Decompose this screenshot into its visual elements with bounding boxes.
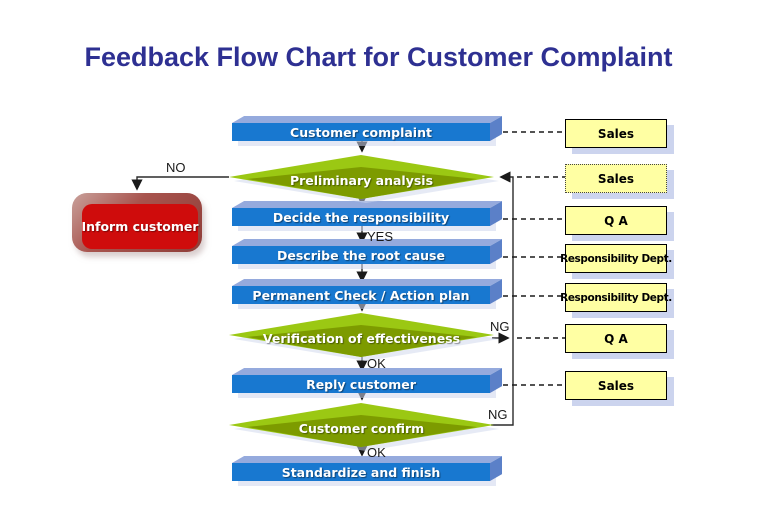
step-label: Describe the root cause <box>277 247 445 263</box>
edge-label-ok-confirm: OK <box>367 445 386 460</box>
no-branch-line <box>131 176 229 191</box>
step-decide-responsibility: Decide the responsibility <box>232 208 490 226</box>
owner-sales-1: Sales <box>565 119 667 148</box>
terminal-face: Inform customer <box>81 204 199 249</box>
step-label: Decide the responsibility <box>272 209 450 225</box>
step-label: Permanent Check / Action plan <box>252 287 470 303</box>
decision-customer-confirm: Customer confirm <box>229 403 494 447</box>
decision-label: Preliminary analysis <box>289 173 434 188</box>
step-label: Customer complaint <box>290 124 432 140</box>
owner-resp-dept-2: Responsibility Dept. <box>560 283 672 312</box>
edge-label-yes: YES <box>367 229 394 244</box>
step-describe-root-cause: Describe the root cause <box>232 246 490 264</box>
owner-resp-dept-1: Responsibility Dept. <box>560 244 672 273</box>
terminal-inform-customer: Inform customer <box>72 193 202 252</box>
owner-sales-2: Sales <box>565 164 667 193</box>
edge-label-no: NO <box>166 160 186 175</box>
diamond-shape <box>229 155 494 199</box>
page-title: Feedback Flow Chart for Customer Complai… <box>84 42 673 72</box>
decision-label: Customer confirm <box>298 421 425 436</box>
edge-label-ng-confirm: NG <box>488 407 508 422</box>
step-label: Reply customer <box>306 376 416 392</box>
owner-qa-2: Q A <box>565 324 667 353</box>
owner-sales-3: Sales <box>565 371 667 400</box>
step-reply-customer: Reply customer <box>232 375 490 393</box>
diamond-shape <box>229 403 494 447</box>
step-label: Standardize and finish <box>281 464 441 480</box>
decision-label: Verification of effectiveness <box>262 331 461 346</box>
step-customer-complaint: Customer complaint <box>232 123 490 141</box>
owner-qa-1: Q A <box>565 206 667 235</box>
terminal-label: Inform customer <box>81 219 199 234</box>
decision-preliminary-analysis: Preliminary analysis <box>229 155 494 199</box>
diamond-shape <box>229 313 494 357</box>
step-permanent-check-action-plan: Permanent Check / Action plan <box>232 286 490 304</box>
edge-label-ok-verification: OK <box>367 356 386 371</box>
decision-verification-of-effectiveness: Verification of effectiveness <box>229 313 494 357</box>
step-standardize-and-finish: Standardize and finish <box>232 463 490 481</box>
edge-label-ng-verification: NG <box>490 319 510 334</box>
